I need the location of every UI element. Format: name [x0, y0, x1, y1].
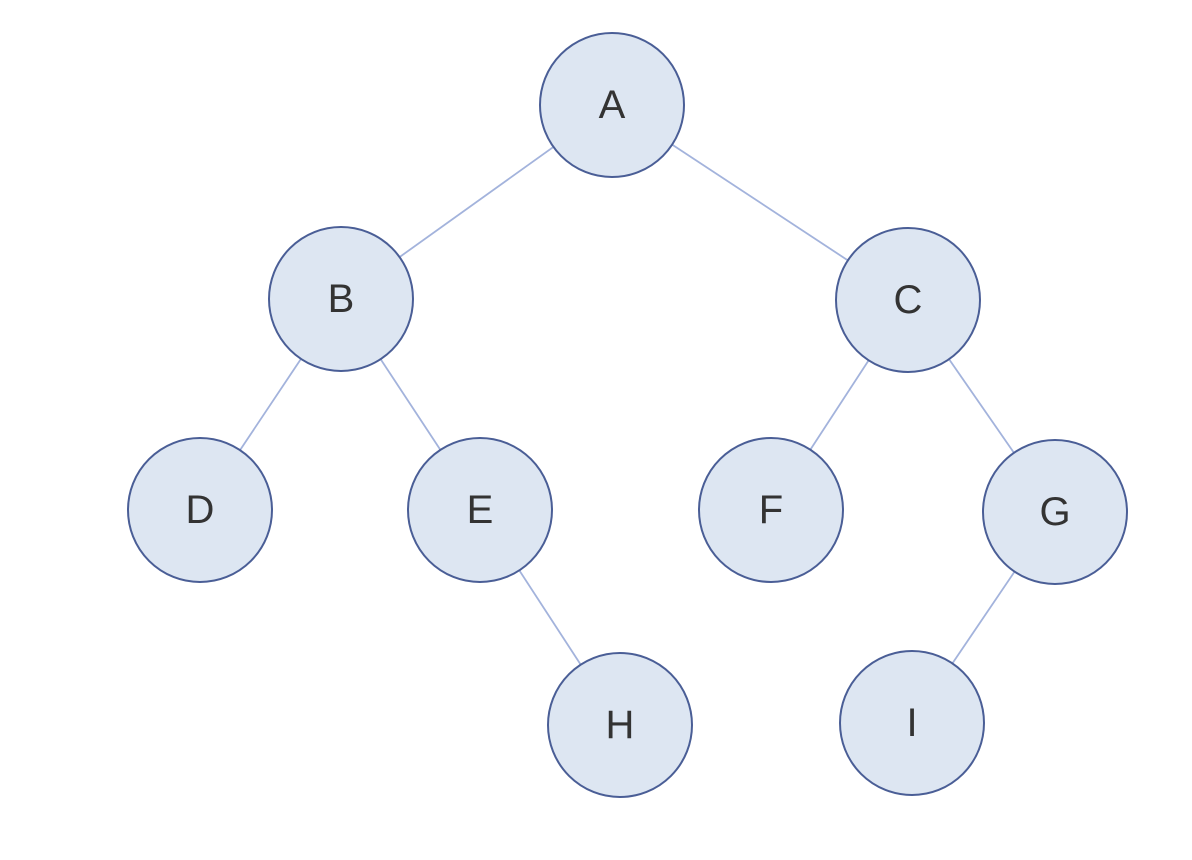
- tree-node-label-G: G: [1039, 490, 1070, 534]
- tree-node-label-I: I: [906, 701, 917, 745]
- tree-node-label-C: C: [894, 278, 923, 322]
- tree-node-H: H: [547, 652, 693, 798]
- tree-node-C: C: [835, 227, 981, 373]
- tree-node-G: G: [982, 439, 1128, 585]
- tree-node-B: B: [268, 226, 414, 372]
- tree-node-D: D: [127, 437, 273, 583]
- tree-node-label-H: H: [606, 703, 635, 747]
- tree-node-E: E: [407, 437, 553, 583]
- tree-node-label-F: F: [759, 488, 783, 532]
- tree-node-circle-I: [839, 650, 985, 796]
- tree-node-circle-G: [982, 439, 1128, 585]
- tree-node-label-A: A: [599, 83, 626, 127]
- tree-node-circle-A: [539, 32, 685, 178]
- tree-node-circle-H: [547, 652, 693, 798]
- tree-node-circle-D: [127, 437, 273, 583]
- tree-node-I: I: [839, 650, 985, 796]
- tree-node-label-D: D: [186, 488, 215, 532]
- tree-node-label-B: B: [328, 277, 355, 321]
- tree-node-circle-F: [698, 437, 844, 583]
- tree-node-circle-B: [268, 226, 414, 372]
- tree-node-label-E: E: [467, 488, 494, 532]
- tree-node-F: F: [698, 437, 844, 583]
- tree-node-circle-C: [835, 227, 981, 373]
- tree-node-A: A: [539, 32, 685, 178]
- tree-node-circle-E: [407, 437, 553, 583]
